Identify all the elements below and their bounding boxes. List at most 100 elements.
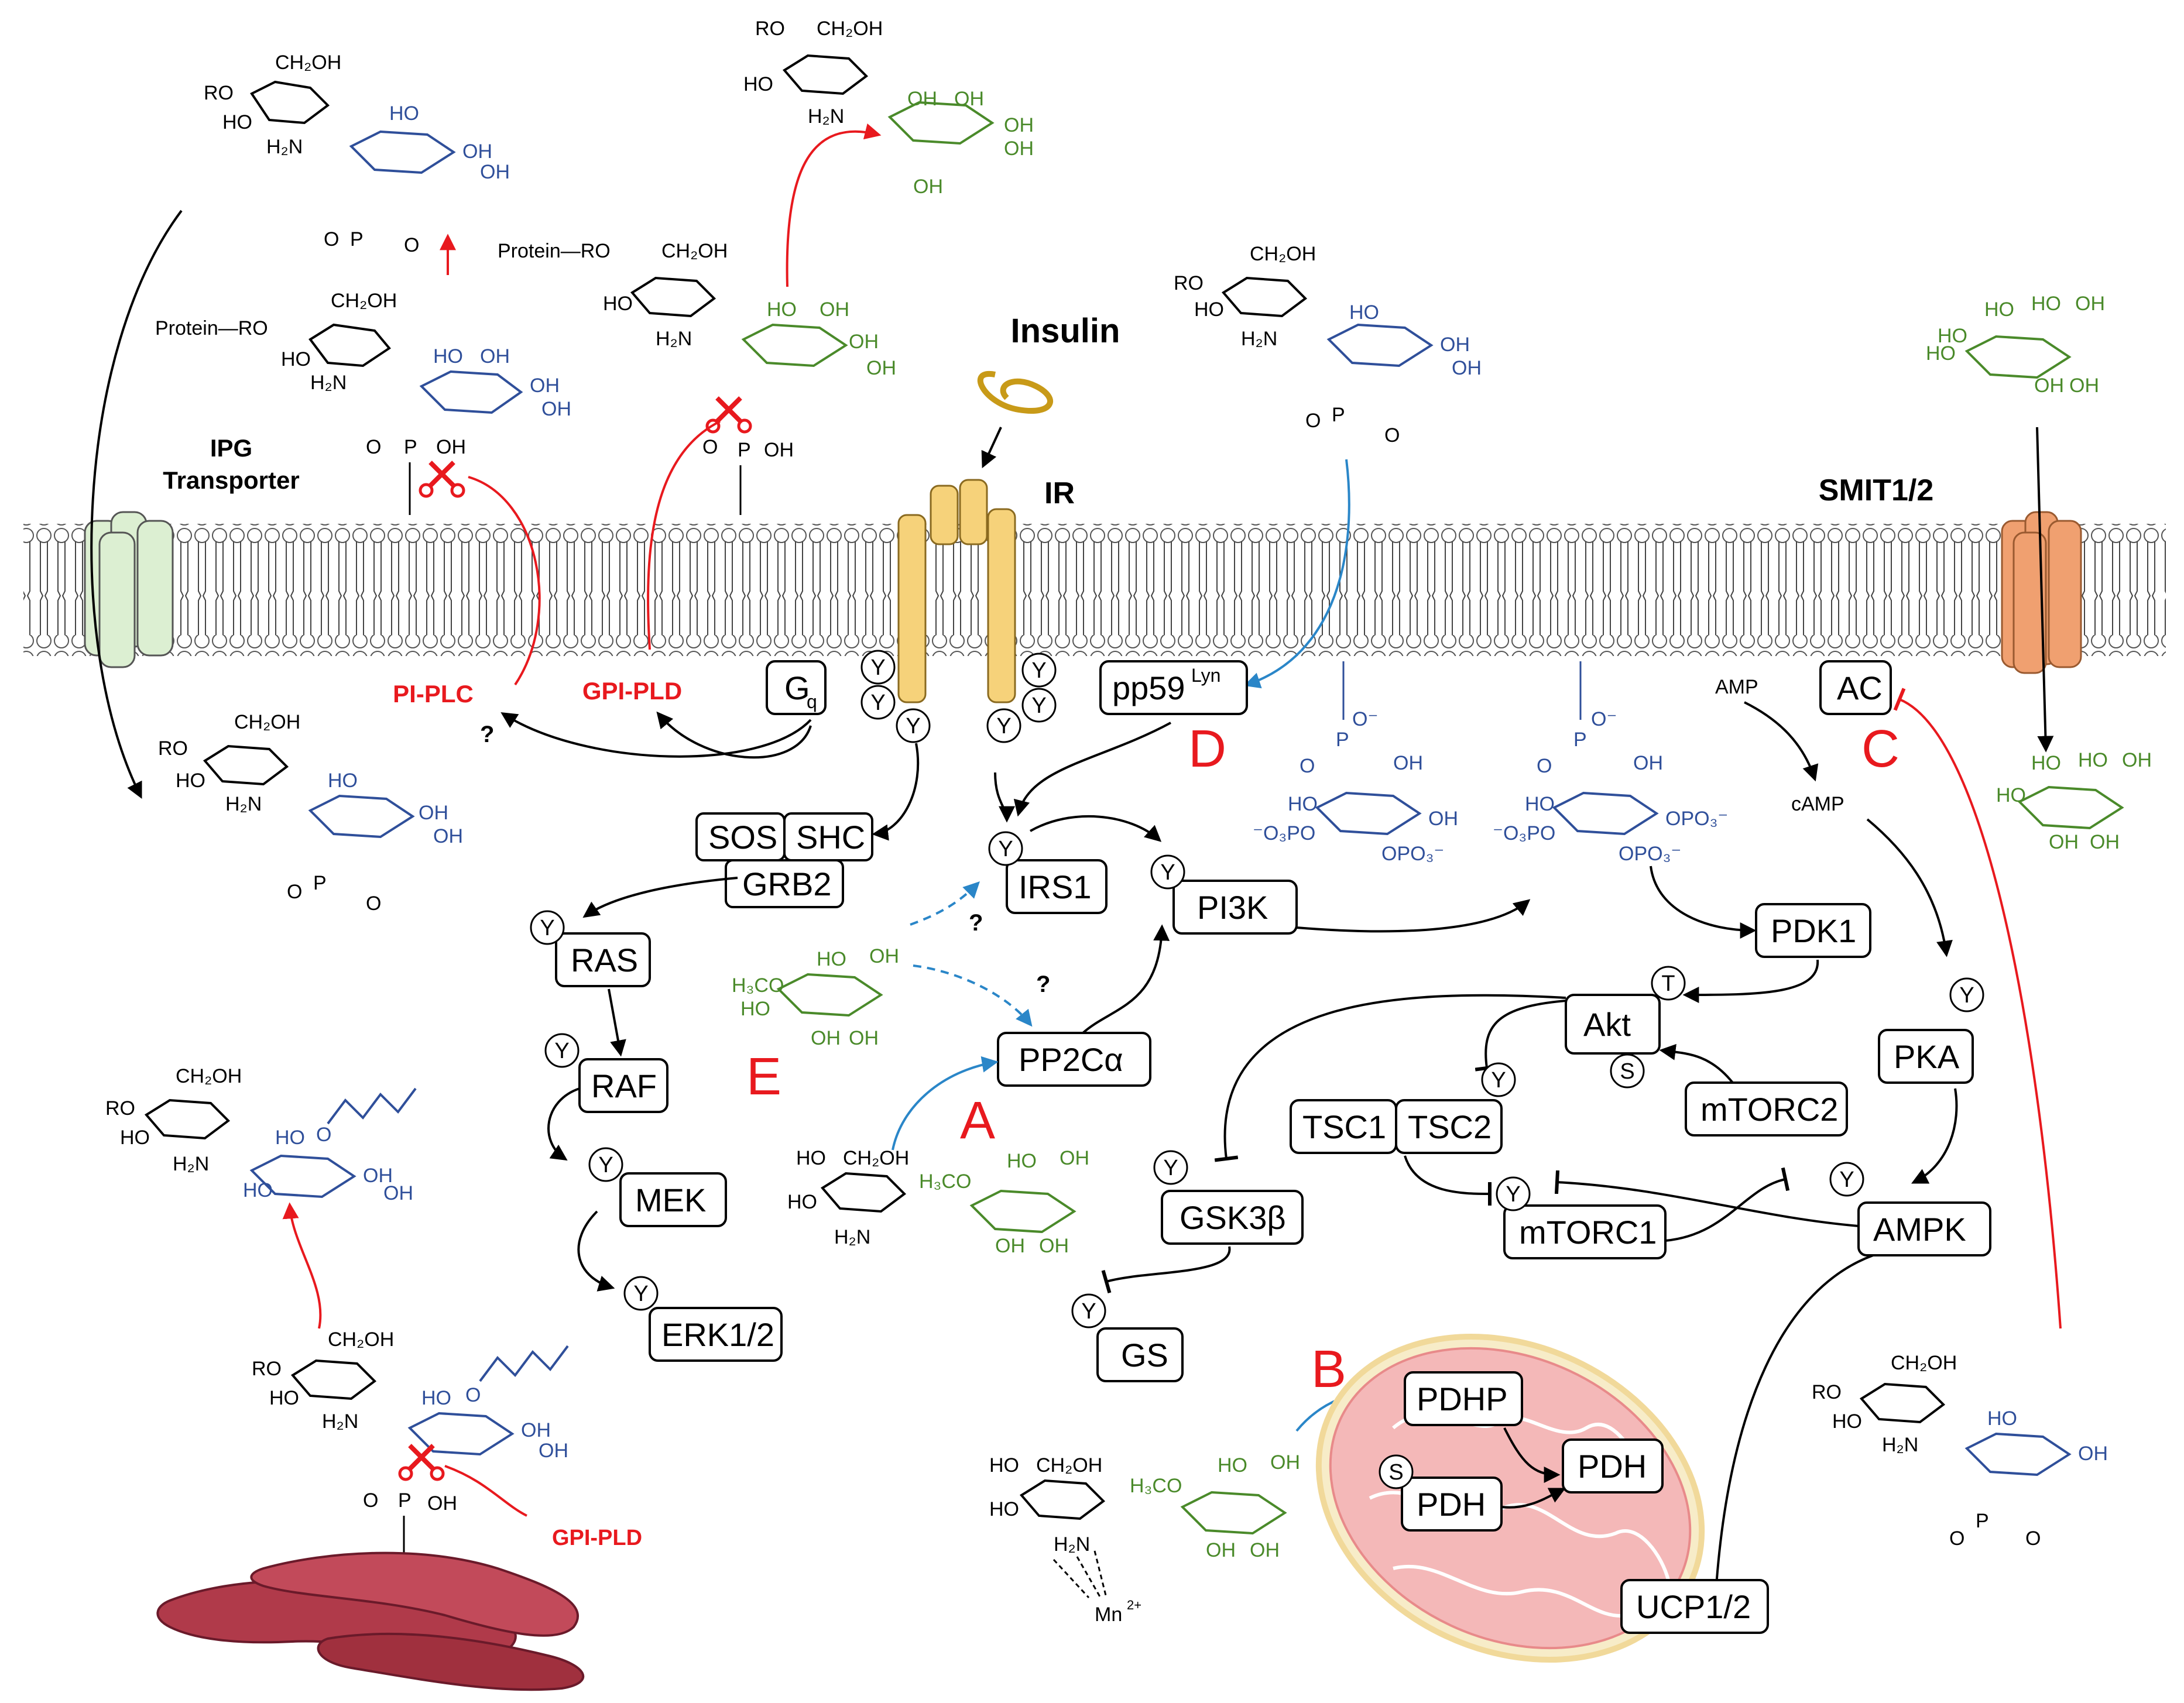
badge-y-text: Y [906, 714, 920, 739]
chem-text: HO [989, 1498, 1019, 1520]
badge-s: S [1610, 1053, 1645, 1089]
chem-text: HO [328, 770, 358, 792]
chem-text: P [1336, 729, 1349, 751]
chem-text: OH [1039, 1235, 1069, 1257]
gq-node: G q [766, 660, 827, 715]
ipg-cyclic-bottom-right: RO CH₂OH HO H₂N HO OH P O O [1812, 1352, 2108, 1550]
badge-y: Y [1021, 653, 1057, 688]
chem-text: OH [1004, 138, 1034, 160]
chem-text: OH [2122, 749, 2152, 771]
chem-text: O [366, 892, 381, 915]
chem-text: O [287, 881, 302, 903]
badge-y: Y [544, 1033, 580, 1068]
gsk3b-node: GSK3β [1161, 1190, 1304, 1245]
badge-y-text: Y [1491, 1068, 1506, 1093]
sos-label: SOS [708, 819, 777, 856]
chem-text: OPO₃⁻ [1381, 843, 1444, 865]
mek-label: MEK [635, 1182, 706, 1218]
pip2-structure: P O⁻ O OH HO OH ⁻O₃PO OPO₃⁻ [1253, 661, 1458, 865]
insulin-molecule-icon [977, 370, 1053, 414]
chem-text: HO [743, 73, 773, 95]
badge-y-text: Y [1506, 1182, 1520, 1207]
pdhp-node: PDHP [1404, 1371, 1523, 1426]
chem-text: P [313, 872, 327, 894]
chem-text: OH [462, 140, 492, 163]
chem-text: OPO₃⁻ [1619, 843, 1681, 865]
badge-s-text: S [1388, 1460, 1403, 1485]
chem-text: OH [866, 357, 896, 379]
chem-text: CH₂OH [234, 711, 300, 733]
insulin-receptor [897, 479, 1016, 703]
chem-text: OH [1428, 808, 1458, 830]
mtorc1-node: mTORC1 [1503, 1204, 1667, 1259]
badge-y-text: Y [870, 655, 885, 680]
chem-text: O [2025, 1527, 2041, 1550]
badge-y-text: Y [1959, 983, 1974, 1008]
chem-text: HO [989, 1454, 1019, 1477]
chem-text: O [702, 436, 718, 458]
chem-text: HO [1288, 793, 1318, 815]
gq-subscript: q [807, 691, 817, 712]
badge-s-text: S [1620, 1059, 1634, 1084]
grb2-label: GRB2 [742, 866, 832, 902]
chem-text: CH₂OH [331, 290, 397, 312]
inositol-extracellular: HO HO OH HO HO OH OH [1926, 293, 2105, 397]
chem-text: O [1949, 1527, 1964, 1550]
chem-text: CH₂OH [661, 240, 728, 262]
chem-text: O [1384, 424, 1400, 447]
compound-b-structure: HO CH₂OH HO H₂N H₃CO HO OH OH OH Mn 2+ [989, 1451, 1300, 1626]
akt-node: Akt [1565, 994, 1661, 1055]
badge-y-text: Y [1031, 693, 1046, 718]
question-mark: ? [969, 910, 983, 936]
chem-text: OH [913, 176, 943, 198]
gpi-anchor-left: Protein—RO CH₂OH HO H₂N HO OH OH OH P O … [155, 290, 571, 515]
badge-y: Y [860, 650, 896, 685]
endoplasmic-reticulum-icon [156, 1551, 585, 1691]
chem-text: CH₂OH [328, 1328, 394, 1351]
chem-text: OH [1206, 1539, 1236, 1561]
chem-text: RO [105, 1097, 135, 1120]
chem-text: H₂N [656, 328, 692, 350]
badge-y: Y [1496, 1176, 1531, 1211]
scissors-icon [705, 396, 752, 434]
letter-c: C [1861, 720, 1900, 778]
badge-y: Y [1829, 1162, 1864, 1197]
question-mark: ? [1036, 971, 1050, 997]
badge-y: Y [1150, 854, 1185, 890]
badge-y: Y [896, 708, 931, 743]
chem-text: OH [1393, 752, 1423, 774]
chem-text: HO [796, 1147, 826, 1169]
chem-text: P [404, 436, 417, 458]
chem-text: OH [480, 345, 510, 368]
badge-y-text: Y [633, 1282, 648, 1306]
pi3k-label: PI3K [1197, 889, 1268, 926]
chem-text: OH [1270, 1451, 1300, 1474]
gpi-alkyl-anchor-bottom: RO CH₂OH HO H₂N HO O OH OH P O OH [252, 1328, 569, 1557]
chem-text: HO [243, 1179, 273, 1201]
chem-text: OH [2075, 293, 2105, 315]
chem-text: HO [281, 348, 311, 370]
chem-text: HO [1832, 1410, 1862, 1433]
chem-text: H₂N [1241, 328, 1277, 350]
badge-t: T [1651, 966, 1686, 1001]
chem-text: OH [530, 375, 560, 397]
chem-text: H₃CO [732, 974, 784, 997]
badge-y: Y [623, 1276, 659, 1311]
chem-text: H₂N [808, 105, 844, 128]
badge-y: Y [988, 831, 1023, 866]
sos-shc-grb2-complex: SOS SHC GRB2 [695, 812, 873, 908]
gsk3b-label: GSK3β [1180, 1199, 1286, 1236]
chem-text: RO [252, 1358, 282, 1380]
chem-text: CH₂OH [1036, 1454, 1102, 1477]
chem-text: OH [427, 1492, 457, 1515]
chem-text: HO [1938, 325, 1967, 347]
chem-text: OH [2049, 831, 2079, 853]
irs1-node: IRS1 [1006, 859, 1108, 914]
chem-text: OH [521, 1419, 551, 1441]
ipg-transporter-channel [84, 511, 174, 668]
pdh-phosphorylated-node: PDH [1401, 1477, 1503, 1532]
chem-text: OH [539, 1440, 568, 1462]
badge-y-text: Y [870, 691, 885, 715]
gpi-pld-bottom-label: GPI-PLD [552, 1526, 642, 1550]
